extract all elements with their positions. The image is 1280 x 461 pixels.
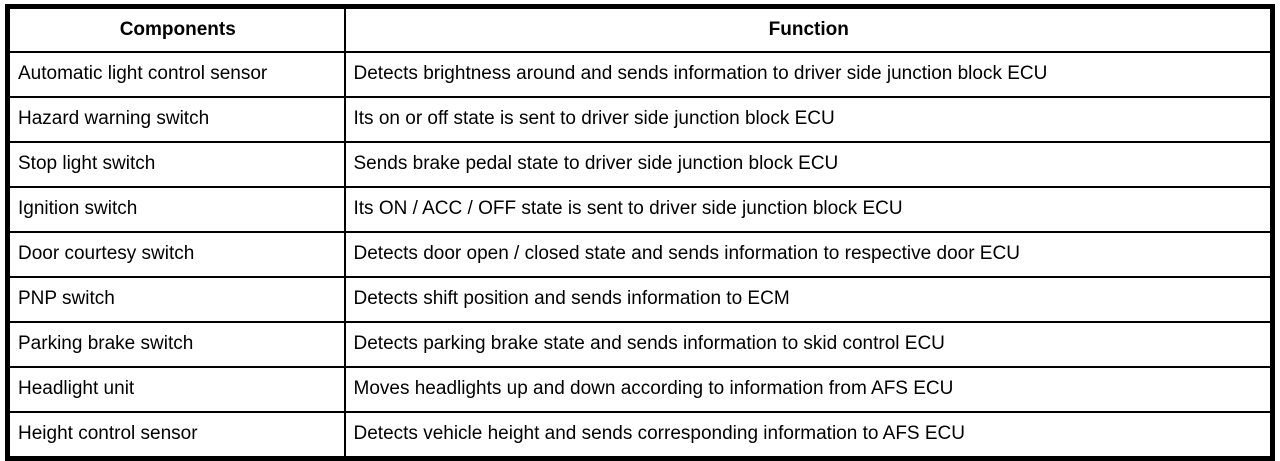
table-row: Automatic light control sensor Detects b… [6,51,1274,98]
table-row: Door courtesy switch Detects door open /… [6,231,1274,278]
component-cell: PNP switch [6,276,346,323]
function-cell: Detects shift position and sends informa… [343,276,1274,323]
component-cell: Ignition switch [6,186,346,233]
header-row: Components Function [6,5,1274,53]
component-cell: Height control sensor [6,411,346,460]
component-cell: Automatic light control sensor [6,51,346,98]
component-cell: Hazard warning switch [6,96,346,143]
table-row: Parking brake switch Detects parking bra… [6,321,1274,368]
component-cell: Door courtesy switch [6,231,346,278]
function-cell: Moves headlights up and down according t… [343,366,1274,413]
function-cell: Its ON / ACC / OFF state is sent to driv… [343,186,1274,233]
page: Components Function Automatic light cont… [5,4,1275,461]
function-cell: Sends brake pedal state to driver side j… [343,141,1274,188]
table-row: PNP switch Detects shift position and se… [6,276,1274,323]
table-row: Height control sensor Detects vehicle he… [6,411,1274,460]
function-cell: Detects vehicle height and sends corresp… [343,411,1274,460]
function-cell: Detects door open / closed state and sen… [343,231,1274,278]
table-row: Headlight unit Moves headlights up and d… [6,366,1274,413]
function-column-header: Function [343,5,1274,53]
table-row: Stop light switch Sends brake pedal stat… [6,141,1274,188]
function-cell: Detects brightness around and sends info… [343,51,1274,98]
function-cell: Its on or off state is sent to driver si… [343,96,1274,143]
components-function-table: Components Function Automatic light cont… [5,4,1275,461]
table-row: Hazard warning switch Its on or off stat… [6,96,1274,143]
table-row: Ignition switch Its ON / ACC / OFF state… [6,186,1274,233]
component-cell: Headlight unit [6,366,346,413]
function-cell: Detects parking brake state and sends in… [343,321,1274,368]
component-cell: Stop light switch [6,141,346,188]
components-column-header: Components [6,5,346,53]
component-cell: Parking brake switch [6,321,346,368]
